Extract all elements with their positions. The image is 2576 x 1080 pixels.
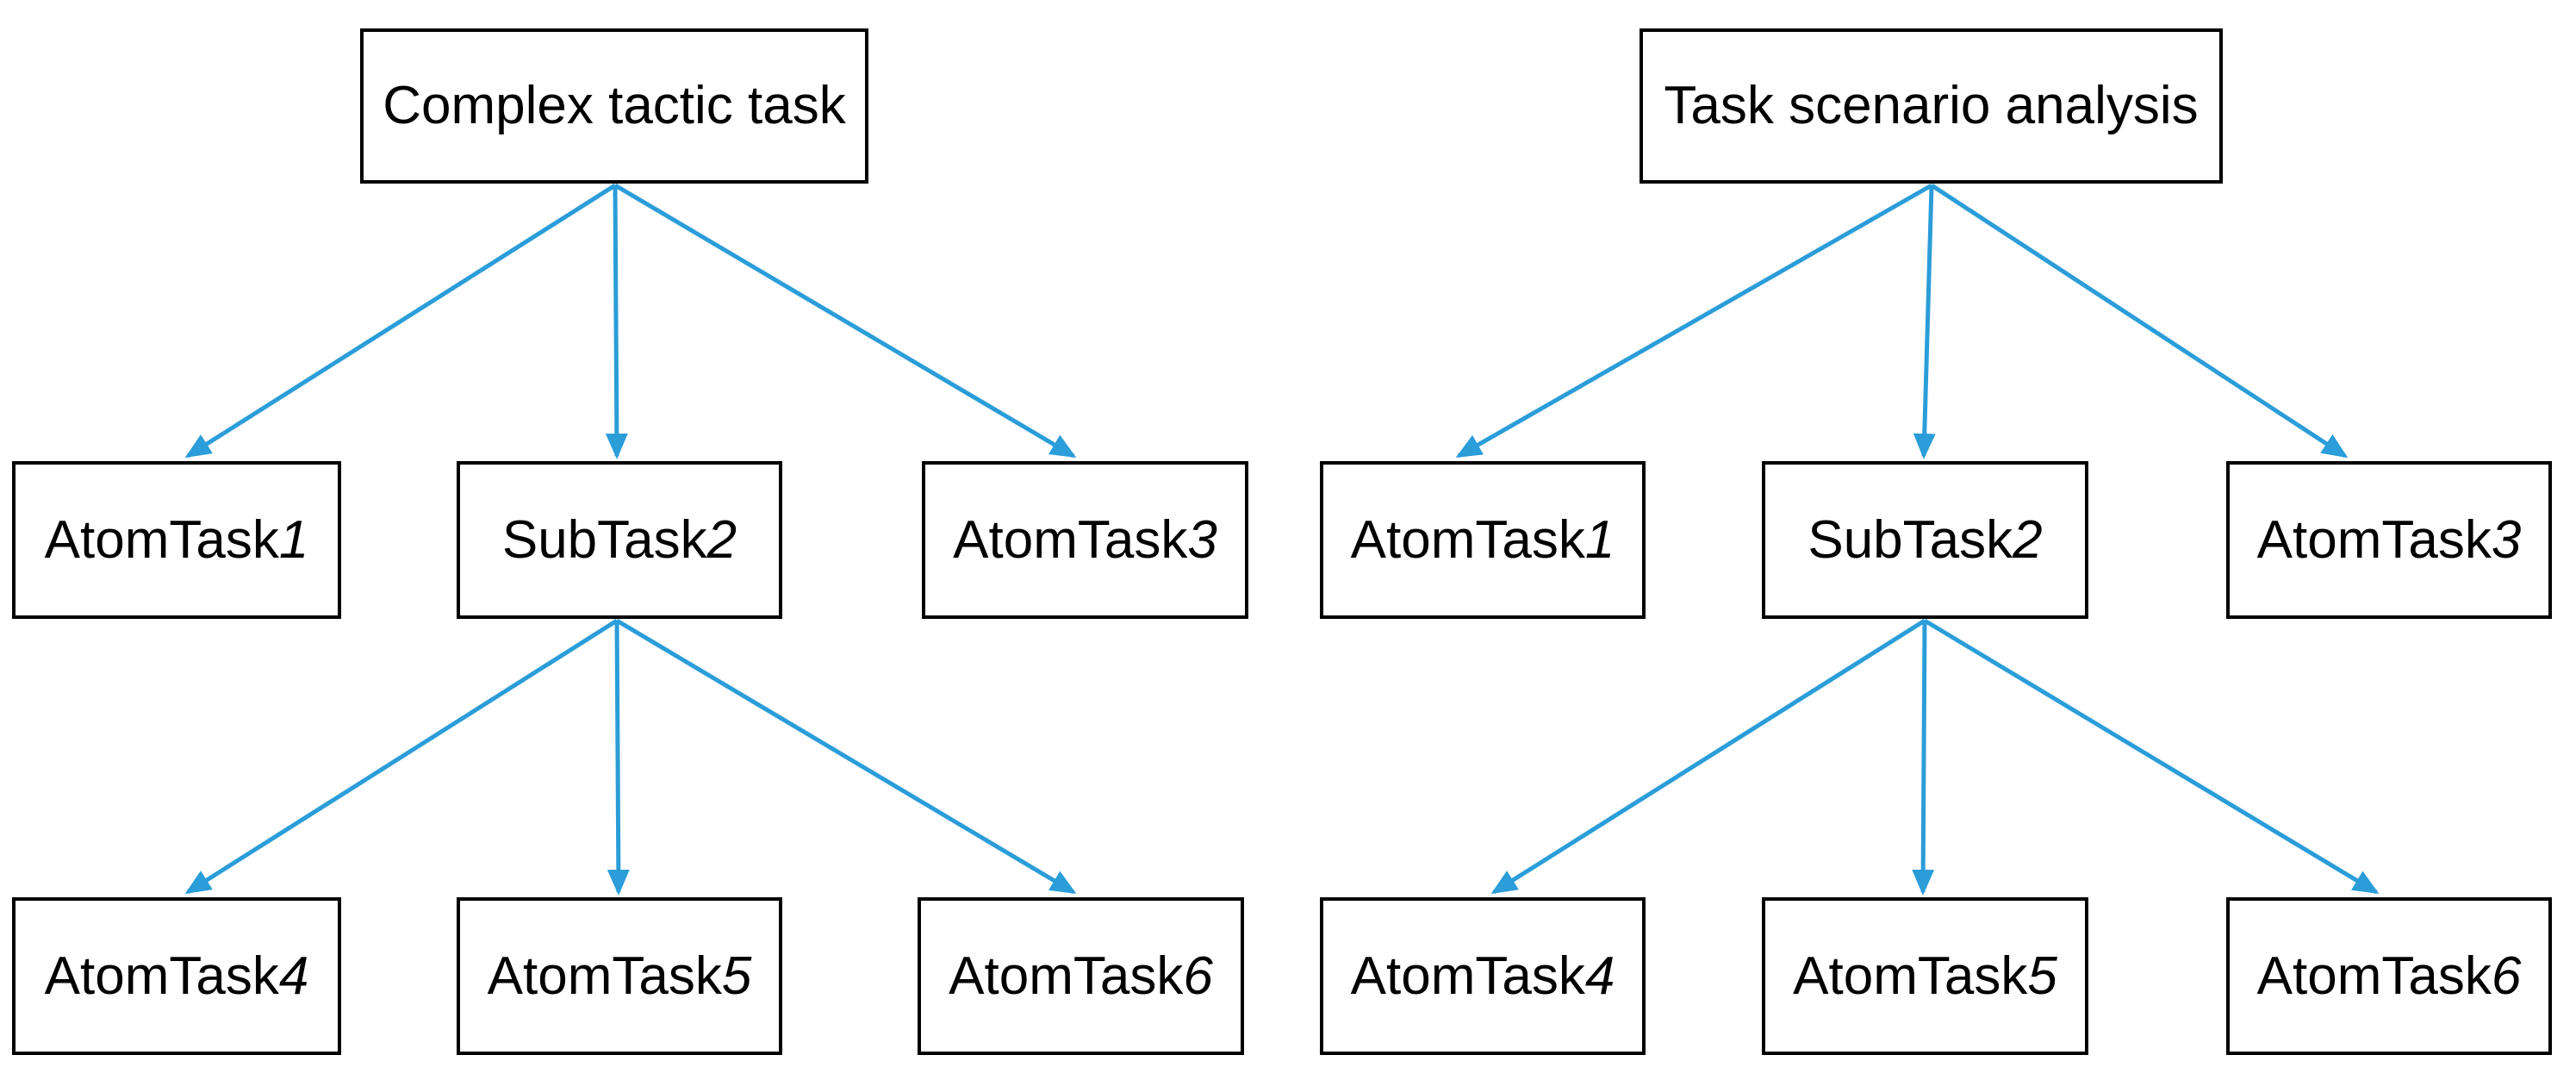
node-label-suffix: 2 xyxy=(706,509,737,570)
node-label-suffix: 5 xyxy=(721,946,752,1006)
arrow-left-subtask2-to-atomtask5 xyxy=(607,620,630,896)
node-label-suffix: 4 xyxy=(278,946,309,1006)
node-left-root: Complex tactic task xyxy=(360,28,868,184)
node-label-suffix: 6 xyxy=(2491,946,2522,1006)
node-label-suffix: 5 xyxy=(2027,946,2057,1006)
node-label: AtomTask xyxy=(1350,509,1585,570)
arrow-left-root-to-atomtask1 xyxy=(184,183,617,459)
node-label: Task scenario analysis xyxy=(1664,76,2199,135)
node-label: AtomTask xyxy=(949,946,1184,1006)
arrow-left-subtask2-to-atomtask6 xyxy=(615,618,1077,895)
arrow-left-root-to-subtask2 xyxy=(605,184,628,459)
arrow-right-root-to-atomtask3 xyxy=(1930,183,2349,459)
node-label: AtomTask xyxy=(2256,509,2492,570)
node-label: AtomTask xyxy=(487,946,722,1006)
node-right-root: Task scenario analysis xyxy=(1640,28,2223,184)
node-label: Complex tactic task xyxy=(383,76,846,135)
arrow-right-root-to-atomtask1 xyxy=(1455,183,1933,459)
arrow-right-root-to-subtask2 xyxy=(1913,184,1936,459)
arrow-right-subtask2-to-atomtask5 xyxy=(1912,620,1935,896)
node-label-suffix: 1 xyxy=(278,509,309,570)
node-label-suffix: 3 xyxy=(2491,509,2522,570)
node-label-suffix: 1 xyxy=(1584,509,1615,570)
node-label: AtomTask xyxy=(2256,946,2492,1006)
node-label: AtomTask xyxy=(1350,946,1585,1006)
arrow-left-root-to-atomtask3 xyxy=(613,183,1077,459)
node-label: SubTask xyxy=(501,509,707,570)
node-label: AtomTask xyxy=(1793,946,2028,1006)
arrow-right-subtask2-to-atomtask4 xyxy=(1490,618,1926,895)
node-label-suffix: 6 xyxy=(1183,946,1213,1006)
node-label-suffix: 2 xyxy=(2013,509,2043,570)
node-label-suffix: 3 xyxy=(1187,509,1217,570)
node-label-suffix: 4 xyxy=(1584,946,1615,1006)
node-label: AtomTask xyxy=(44,509,279,570)
arrow-right-subtask2-to-atomtask6 xyxy=(1923,618,2380,895)
arrow-left-subtask2-to-atomtask4 xyxy=(184,618,619,895)
node-label: SubTask xyxy=(1808,509,2013,570)
node-label: AtomTask xyxy=(953,509,1188,570)
node-label: AtomTask xyxy=(44,946,279,1006)
